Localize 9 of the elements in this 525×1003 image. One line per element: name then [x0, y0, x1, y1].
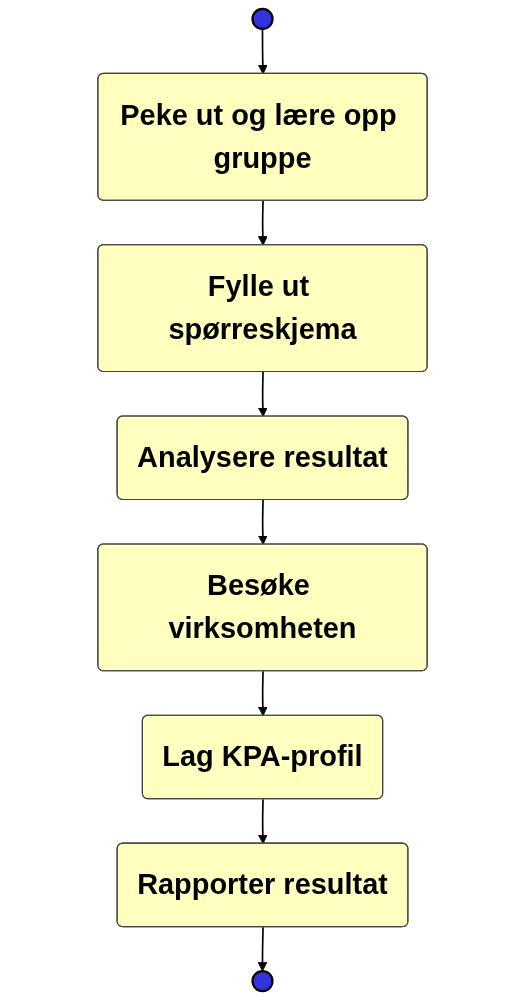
arrow: [257, 371, 268, 417]
node-circle: [251, 969, 274, 993]
arrow: [257, 670, 268, 717]
arrow: [257, 28, 268, 75]
arrow: [257, 199, 268, 246]
arrow: [257, 926, 268, 972]
arrow: [257, 798, 268, 845]
arrow: [257, 499, 268, 545]
node-circle: [251, 7, 274, 31]
